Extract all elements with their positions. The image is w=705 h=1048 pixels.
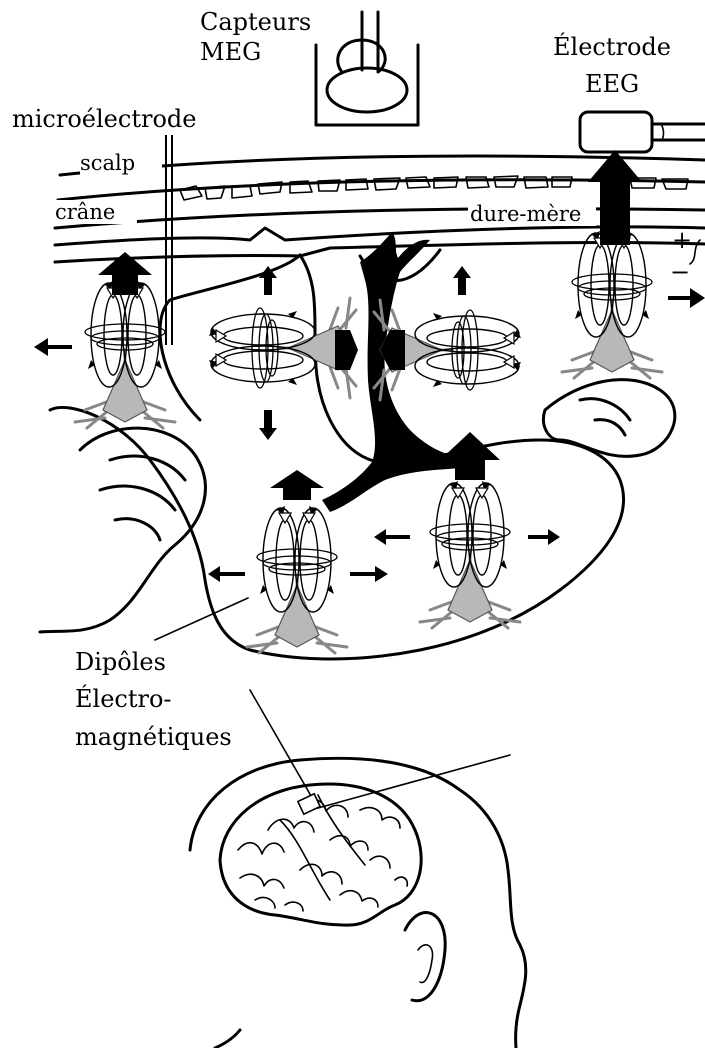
- dipole-2: [209, 298, 356, 398]
- region-marker: [298, 794, 320, 814]
- meg-sensor-icon: [316, 12, 418, 125]
- eeg-label-line2: EEG: [585, 70, 639, 98]
- dipoles-label-line1: Dipôles: [75, 648, 166, 676]
- eeg-electrode-icon: [580, 112, 705, 152]
- pointer-line-2: [318, 755, 510, 808]
- meg-label-line2: MEG: [200, 38, 261, 66]
- dipole-4: [562, 231, 662, 378]
- polarity-marks: + −: [670, 226, 700, 286]
- dura-label: dure-mère: [470, 202, 581, 226]
- meg-label-line1: Capteurs: [200, 8, 311, 36]
- dipole-5: [247, 506, 347, 653]
- dipole-1: [75, 281, 175, 428]
- plus-label: +: [672, 226, 692, 254]
- eeg-label-line1: Électrode: [553, 32, 671, 61]
- dipole-6: [420, 481, 520, 628]
- cortex-outline: [40, 250, 675, 659]
- dipoles-label-line3: magnétiques: [75, 723, 232, 751]
- scalp-label: scalp: [80, 151, 135, 175]
- dipoles-label-line2: Électro-: [75, 684, 172, 713]
- microelectrode-label: microélectrode: [12, 105, 196, 133]
- head-illustration: [190, 758, 526, 1048]
- minus-label: −: [670, 258, 690, 286]
- skull-label: crâne: [55, 200, 115, 224]
- dipoles-leader-line: [155, 598, 248, 640]
